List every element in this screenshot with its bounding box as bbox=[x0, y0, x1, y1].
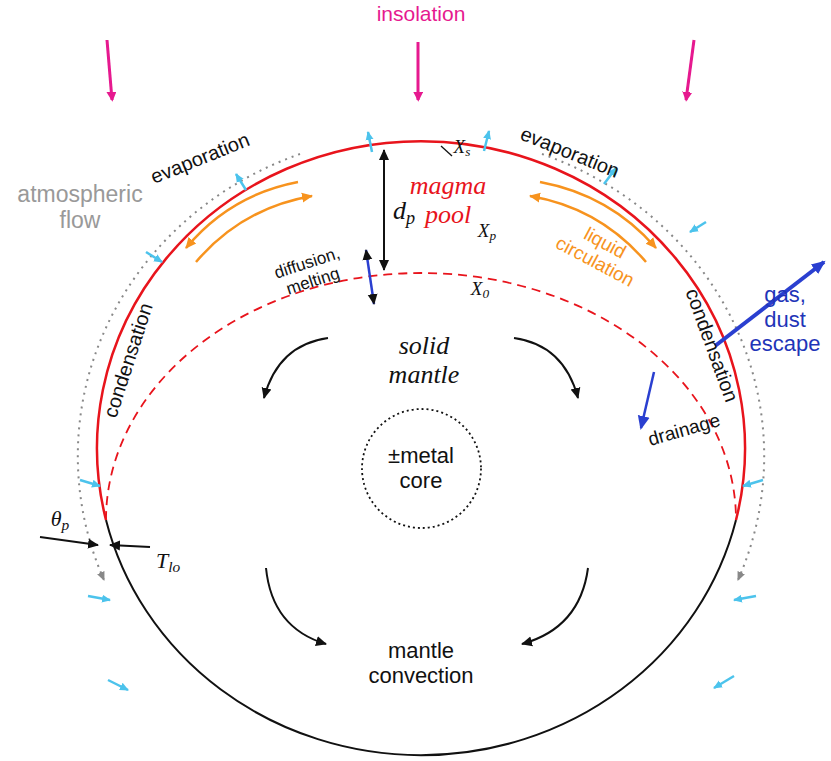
surface-composition-label: Xs bbox=[442, 136, 482, 160]
insolation-label: insolation bbox=[351, 2, 491, 26]
core-label: ±metal core bbox=[371, 443, 471, 494]
pool-composition-label: Xp bbox=[467, 220, 507, 244]
condensation-label: condensation bbox=[676, 271, 748, 420]
mantle-convection-label: mantle convection bbox=[341, 639, 501, 688]
evaporation-label: evaporation bbox=[131, 121, 269, 194]
mantle-composition-label: X0 bbox=[460, 278, 500, 302]
metal-core-circle: ±metal core bbox=[360, 407, 483, 530]
theta-label: θp bbox=[40, 507, 80, 533]
solid-mantle-label: solid mantle bbox=[369, 331, 479, 389]
pool-depth-label: dp bbox=[384, 196, 424, 228]
temperature-label: Tlo bbox=[146, 549, 190, 575]
evaporation-label: evaporation bbox=[501, 115, 639, 188]
gas-escape-label: gas, dust escape bbox=[742, 283, 828, 357]
condensation-label: condensation bbox=[94, 285, 162, 435]
atmospheric-flow-label: atmospheric flow bbox=[5, 182, 155, 234]
drainage-label: drainage bbox=[633, 406, 735, 454]
diffusion-label: diffusion, melting bbox=[257, 238, 364, 305]
